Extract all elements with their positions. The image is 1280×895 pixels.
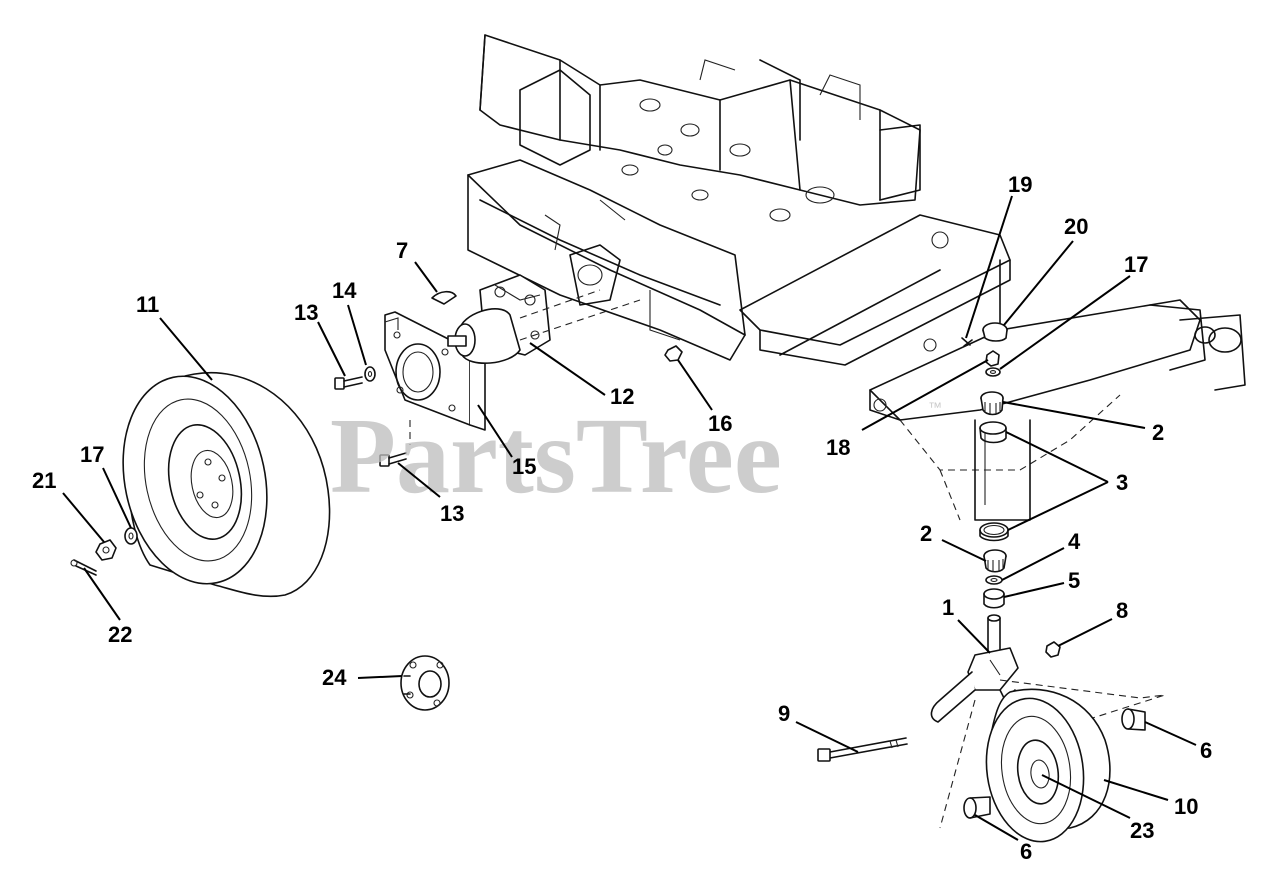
bearing-cone-2-lower xyxy=(983,549,1007,573)
leader-5 xyxy=(1003,582,1065,598)
leader-17a xyxy=(102,467,132,529)
leader-2b xyxy=(941,539,987,562)
bearing-spacer-6-upper xyxy=(1121,708,1146,731)
callout-18: 18 xyxy=(826,435,850,460)
bolt-13-upper xyxy=(334,376,363,390)
leader-9 xyxy=(795,721,859,753)
callout-11: 11 xyxy=(136,292,159,317)
callout-2-upper: 2 xyxy=(1152,420,1164,445)
leader-11 xyxy=(159,317,213,381)
callout-12: 12 xyxy=(610,384,634,409)
lock-nut-18 xyxy=(985,350,1000,367)
leader-21 xyxy=(83,567,121,621)
callout-1: 1 xyxy=(942,595,954,620)
callout-labels: 11 7 14 13 12 15 13 16 19 20 17 18 2 3 2… xyxy=(32,172,1212,864)
dust-cap-20 xyxy=(982,322,1008,342)
leader-8 xyxy=(1103,779,1169,801)
callout-15: 15 xyxy=(512,454,536,479)
leader-18 xyxy=(861,359,989,431)
callout-3: 3 xyxy=(1116,470,1128,495)
callout-6-upper: 6 xyxy=(1200,738,1212,763)
callout-7: 7 xyxy=(396,238,408,263)
wheel-hub-24 xyxy=(400,655,450,711)
washer-17-right xyxy=(985,367,1001,377)
front-caster-wheel-8 xyxy=(939,679,1166,843)
hydraulic-wheel-motor-12 xyxy=(447,274,641,365)
leader-14 xyxy=(347,304,367,366)
nut-16 xyxy=(664,345,683,362)
washer-14 xyxy=(364,366,376,382)
nut-10 xyxy=(1045,641,1061,658)
leader-3a xyxy=(1005,431,1109,483)
leader-2a xyxy=(1002,401,1146,429)
leader-12 xyxy=(529,342,606,396)
leader-7 xyxy=(414,261,438,293)
leader-4 xyxy=(1001,547,1065,581)
callout-21: 22 xyxy=(108,622,132,647)
caster-fork-1 xyxy=(930,614,1019,723)
leader-20 xyxy=(1003,240,1074,326)
watermark: PartsTree ™ xyxy=(330,397,942,516)
grease-fitting-19 xyxy=(961,337,973,347)
callout-9: 9 xyxy=(778,701,790,726)
leader-10 xyxy=(1057,618,1113,647)
washer-4 xyxy=(985,575,1003,585)
callout-5: 5 xyxy=(1068,568,1080,593)
leader-lines xyxy=(62,195,1197,841)
leader-19 xyxy=(965,195,1013,339)
leader-24 xyxy=(357,675,403,679)
leader-23 xyxy=(62,492,105,543)
watermark-trademark: ™ xyxy=(928,399,942,415)
leader-13a xyxy=(317,321,346,377)
callout-17-left: 17 xyxy=(80,442,104,467)
bearing-cone-2-upper xyxy=(980,391,1004,416)
leader-17b xyxy=(999,275,1131,370)
callout-6-lower: 6 xyxy=(1020,839,1032,864)
leader-22 xyxy=(1041,774,1131,819)
leader-15 xyxy=(477,404,513,458)
axle-bolt-9 xyxy=(817,737,908,762)
callout-14: 14 xyxy=(332,278,357,303)
bearing-spacer-6-lower xyxy=(963,796,991,819)
axle-nut-23 xyxy=(95,539,117,561)
callout-13-lower: 13 xyxy=(440,501,464,526)
callout-17-right: 17 xyxy=(1124,252,1148,277)
callout-2-lower: 2 xyxy=(920,521,932,546)
leader-6a xyxy=(1144,721,1197,746)
leader-6b xyxy=(974,814,1019,841)
callout-4: 4 xyxy=(1068,529,1081,554)
bearing-cup-3-upper xyxy=(979,421,1007,444)
callout-19: 19 xyxy=(1008,172,1032,197)
cotter-pin-21 xyxy=(70,559,97,576)
callout-13-upper: 13 xyxy=(294,300,318,325)
washer-17-left xyxy=(124,527,138,545)
callout-20: 20 xyxy=(1064,214,1088,239)
leader-3b xyxy=(1007,481,1109,531)
watermark-text: PartsTree xyxy=(330,397,782,516)
woodruff-key-7 xyxy=(431,290,457,305)
callout-16: 16 xyxy=(708,411,732,436)
callout-10: 8 xyxy=(1116,598,1128,623)
callout-8: 10 xyxy=(1174,794,1198,819)
bearing-cup-3-lower xyxy=(979,522,1009,542)
spacer-5 xyxy=(983,588,1005,609)
bolt-13-lower xyxy=(379,452,407,467)
tractor-frame xyxy=(467,34,1246,521)
rear-wheel-tire xyxy=(122,371,331,598)
callout-24: 24 xyxy=(322,665,347,690)
leader-13b xyxy=(397,462,441,498)
leader-16 xyxy=(677,359,713,411)
leader-1 xyxy=(957,619,991,654)
callout-23: 21 xyxy=(32,468,56,493)
callout-22: 23 xyxy=(1130,818,1154,843)
